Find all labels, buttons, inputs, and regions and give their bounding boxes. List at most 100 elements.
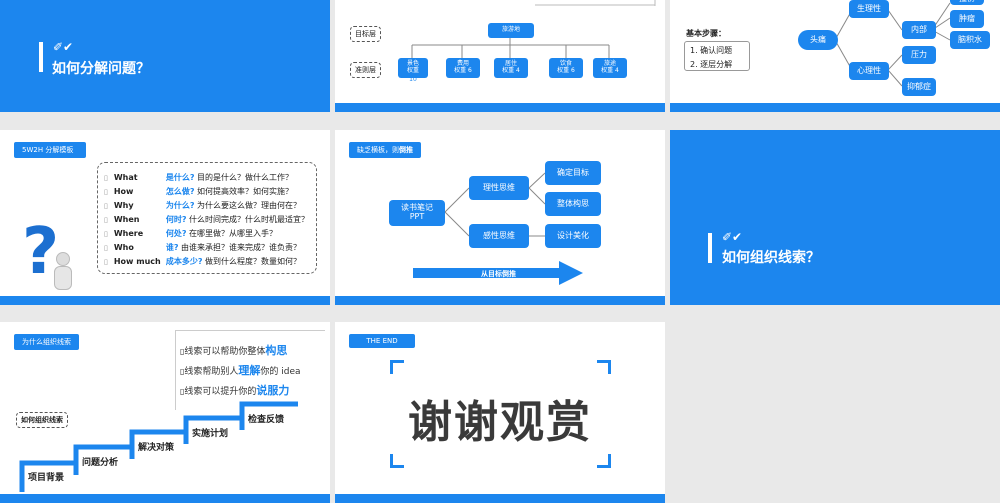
- node-physiological: 生理性: [849, 0, 889, 18]
- bullet-icon: ▯: [180, 387, 185, 396]
- node-headache: 头痛: [798, 30, 838, 50]
- node-journey: 旅途 权重 4: [593, 58, 627, 78]
- node-label: 饮食: [559, 60, 572, 68]
- node-depression: 抑郁症: [902, 78, 936, 96]
- slide-bottom-bar: [335, 296, 665, 305]
- node-label: 旅途: [603, 60, 616, 68]
- slide-decompose-title[interactable]: ✐✔ 如何分解问题？: [0, 0, 330, 112]
- bullet-icon: ▯: [104, 258, 108, 266]
- row-en: What: [113, 173, 138, 182]
- step-item: 1. 确认问题: [690, 46, 733, 55]
- frame-corner-bl: [390, 454, 404, 468]
- step-plan: 实施计划: [192, 429, 229, 439]
- question-mark-icon: ?: [22, 215, 60, 289]
- node-scenery: 景色 权重: [398, 58, 428, 78]
- node-line1: 读书笔记: [401, 203, 433, 213]
- node-perceptual-thinking: 感性思维: [469, 224, 529, 248]
- step-item: 2. 逐层分解: [690, 60, 733, 69]
- row-en: When: [113, 215, 140, 224]
- node-food: 饮食 权重 6: [549, 58, 583, 78]
- mindmap-lines: [444, 172, 546, 237]
- node-psychological: 心理性: [849, 62, 889, 80]
- row-text: 在哪里做？从哪里入手？: [186, 229, 278, 238]
- bullet-icon: ▯: [180, 367, 185, 376]
- tag-bold: 倒推: [399, 146, 413, 154]
- row-text: 如何提高效率？如何实施？: [194, 187, 294, 196]
- step-feedback: 检查反馈: [248, 415, 285, 425]
- arrow-label: 从目标倒推: [481, 270, 516, 278]
- node-tumor: 肿瘤: [950, 10, 984, 28]
- node-label: 费用: [456, 60, 469, 68]
- node-scenery-value: 10: [409, 75, 417, 83]
- row-text: 为什么要这么做？理由何在？: [194, 201, 302, 210]
- row-keyword: 成本多少?: [165, 257, 203, 266]
- slide-the-end[interactable]: THE END 谢谢观赏: [335, 322, 665, 503]
- steps-box: [684, 41, 750, 71]
- row-en: Who: [113, 243, 134, 252]
- clue-item: ▯线索可以提升你的说服力: [180, 382, 289, 398]
- frame-corner-tl: [390, 360, 404, 374]
- sub-tag: 如何组织线索: [16, 412, 68, 428]
- tag-text: 缺乏横板，则: [357, 146, 399, 154]
- slide-tag: THE END: [349, 334, 415, 348]
- tree-lines: [411, 0, 656, 58]
- node-label: 居住: [504, 60, 517, 68]
- clue-item: ▯线索帮助别人理解你的 idea: [180, 362, 301, 378]
- frame-corner-tr: [597, 360, 611, 374]
- slide-bottom-bar: [0, 494, 330, 503]
- slide-reverse-thinking[interactable]: 缺乏横板，则倒推 读书笔记 PPT 理性思维 感性思维 确定目标 整体构思 设计…: [335, 130, 665, 305]
- node-design: 设计美化: [545, 224, 601, 248]
- node-overall-concept: 整体构思: [545, 192, 601, 216]
- pen-check-icon: ✐✔: [53, 40, 74, 54]
- staircase: [19, 401, 298, 492]
- bullet-icon: ▯: [104, 230, 108, 238]
- row-keyword: 为什么?: [165, 201, 195, 210]
- slide-tag: 为什么组织线索: [14, 334, 79, 350]
- row-text: 由谁来承担？谁来完成？谁负责？: [178, 243, 302, 252]
- clues-frame: [175, 330, 325, 410]
- slide-tag: 缺乏横板，则倒推: [349, 142, 421, 158]
- step-solution: 解决对策: [138, 443, 175, 453]
- clue-text: 线索可以帮助你整体: [184, 347, 266, 357]
- node-weight: 权重: [406, 67, 419, 74]
- bullet-icon: ▯: [104, 174, 108, 182]
- row-text: 做到什么程度？数量如何？: [202, 257, 302, 266]
- row-text: 什么时间完成？什么时机最适宜？: [186, 215, 310, 224]
- clue-text: 线索可以提升你的: [184, 387, 257, 397]
- clue-bold: 构思: [265, 344, 288, 357]
- figure-body: [54, 266, 72, 290]
- slide-title: 如何组织线索？: [722, 250, 820, 266]
- row-keyword: 怎么做?: [165, 187, 195, 196]
- node-label: 景色: [406, 60, 419, 68]
- bullet-icon: ▯: [104, 244, 108, 252]
- node-line2: PPT: [409, 212, 425, 221]
- node-weight: 权重 6: [557, 67, 575, 74]
- reverse-arrow: [413, 261, 583, 285]
- slide-hierarchy[interactable]: 旅游地 目标层 准则层 景色 权重 10 费用 权重 6 居住 权重 4 饮食 …: [335, 0, 665, 112]
- row-en: Where: [113, 229, 144, 238]
- slide-bottom-bar: [670, 103, 1000, 112]
- criteria-layer-label: 准则层: [350, 62, 381, 78]
- figure-head: [56, 252, 70, 266]
- pen-check-icon: ✐✔: [722, 230, 743, 244]
- node-weight: 权重 4: [601, 67, 619, 74]
- clue-bold: 说服力: [256, 384, 290, 397]
- node-internal: 内部: [902, 21, 936, 39]
- row-keyword: 何时?: [165, 215, 187, 224]
- node-cost: 费用 权重 6: [446, 58, 480, 78]
- row-en: How: [113, 187, 134, 196]
- clue-text-after: 你的 idea: [260, 367, 301, 377]
- slide-bottom-bar: [0, 296, 330, 305]
- slide-organize-title[interactable]: ✐✔ 如何组织线索？: [670, 130, 1000, 305]
- slide-bottom-bar: [335, 494, 665, 503]
- slide-bottom-bar: [335, 103, 665, 112]
- goal-layer-label: 目标层: [350, 26, 381, 42]
- slide-headache-tree[interactable]: 基本步骤： 1. 确认问题 2. 逐层分解 头痛 生理性 心理性 内部 压力 抑…: [670, 0, 1000, 112]
- slide-why-clues[interactable]: 为什么组织线索 ▯线索可以帮助你整体构思 ▯线索帮助别人理解你的 idea ▯线…: [0, 322, 330, 503]
- empty-cell: [670, 322, 1000, 503]
